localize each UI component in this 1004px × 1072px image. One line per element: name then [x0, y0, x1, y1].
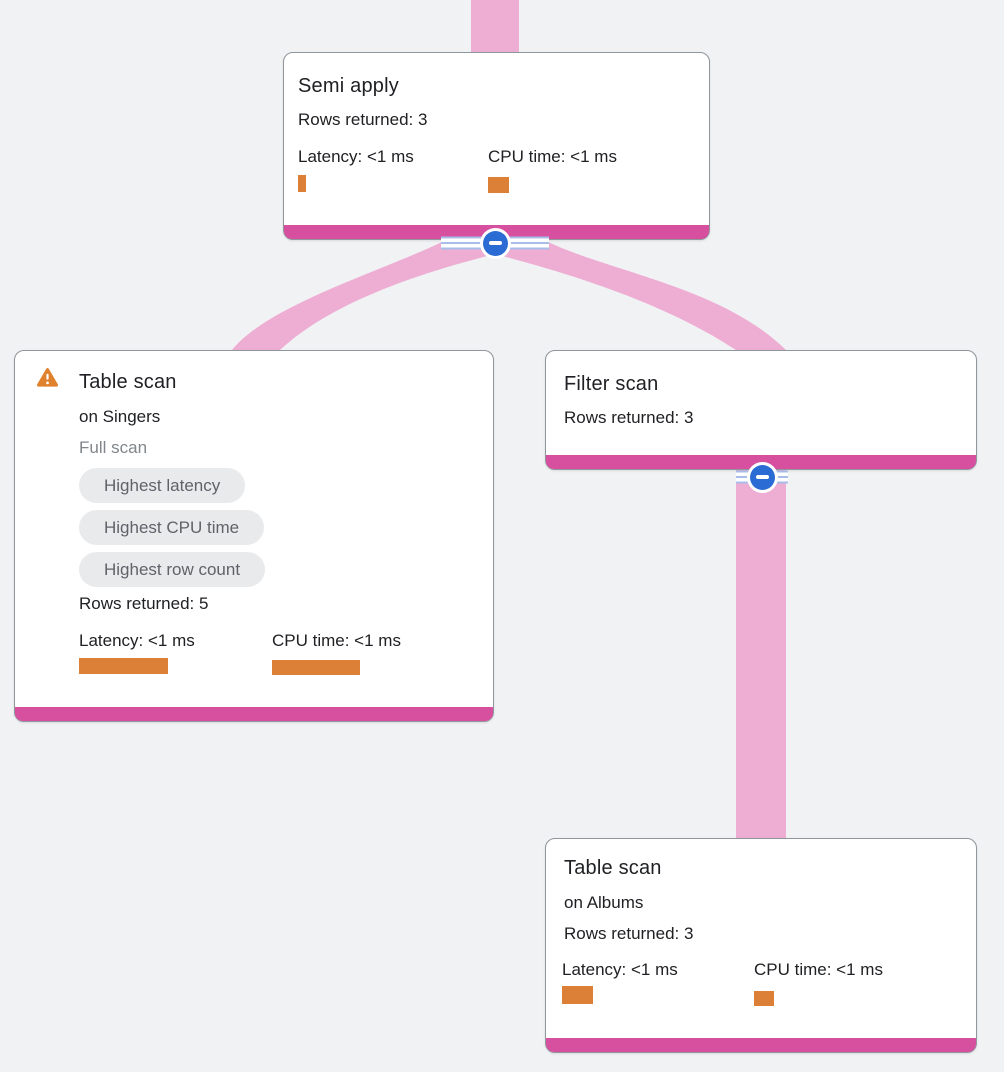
warning-icon [36, 368, 59, 387]
latency-label: Latency: <1 ms [79, 631, 195, 650]
node-title: Table scan [564, 857, 662, 879]
cpu-time-bar [488, 177, 509, 193]
rows-returned: Rows returned: 5 [79, 594, 209, 613]
edge-parent-to-semi-apply [471, 0, 519, 58]
badge-highest-latency: Highest latency [79, 468, 246, 503]
badge-highest-row-count: Highest row count [79, 552, 266, 587]
minus-icon[interactable] [482, 230, 508, 256]
node-table-scan-singers[interactable]: Table scan on Singers Full scan Highest … [14, 350, 494, 722]
node-title: Filter scan [564, 373, 659, 395]
node-subtitle: on Singers [79, 407, 161, 426]
node-title: Table scan [79, 371, 177, 393]
latency-bar [562, 986, 593, 1004]
rows-returned: Rows returned: 3 [298, 110, 428, 129]
badge-list: Highest latency Highest CPU time Highest… [79, 468, 266, 587]
rows-returned: Rows returned: 3 [564, 924, 694, 943]
node-footer-bar [546, 1038, 976, 1052]
node-footer-bar [546, 455, 976, 469]
node-semi-apply[interactable]: Semi apply Rows returned: 3 Latency: <1 … [283, 52, 710, 240]
badge-highest-cpu-time: Highest CPU time [79, 510, 265, 545]
collapse-button-semi-apply[interactable] [441, 230, 549, 256]
cpu-time-label: CPU time: <1 ms [488, 147, 617, 166]
edge-semi-apply-to-table-scan-singers [232, 241, 499, 350]
latency-label: Latency: <1 ms [298, 147, 414, 166]
node-table-scan-albums[interactable]: Table scan on Albums Rows returned: 3 La… [545, 838, 977, 1053]
cpu-time-label: CPU time: <1 ms [272, 631, 401, 650]
latency-bar [79, 658, 168, 674]
node-footer-bar [15, 707, 493, 721]
cpu-time-label: CPU time: <1 ms [754, 960, 883, 979]
latency-label: Latency: <1 ms [562, 960, 678, 979]
cpu-time-bar [754, 991, 774, 1006]
minus-icon[interactable] [749, 464, 775, 490]
edge-semi-apply-to-filter-scan [491, 241, 786, 350]
scan-type-label: Full scan [79, 438, 148, 457]
node-subtitle: on Albums [564, 893, 644, 912]
rows-returned: Rows returned: 3 [564, 408, 694, 427]
node-title: Semi apply [298, 75, 399, 97]
edge-filter-scan-to-table-scan-albums [736, 468, 786, 840]
latency-bar [298, 175, 306, 192]
collapse-button-filter-scan[interactable] [736, 464, 788, 490]
cpu-time-bar [272, 660, 360, 675]
node-filter-scan[interactable]: Filter scan Rows returned: 3 [545, 350, 977, 470]
